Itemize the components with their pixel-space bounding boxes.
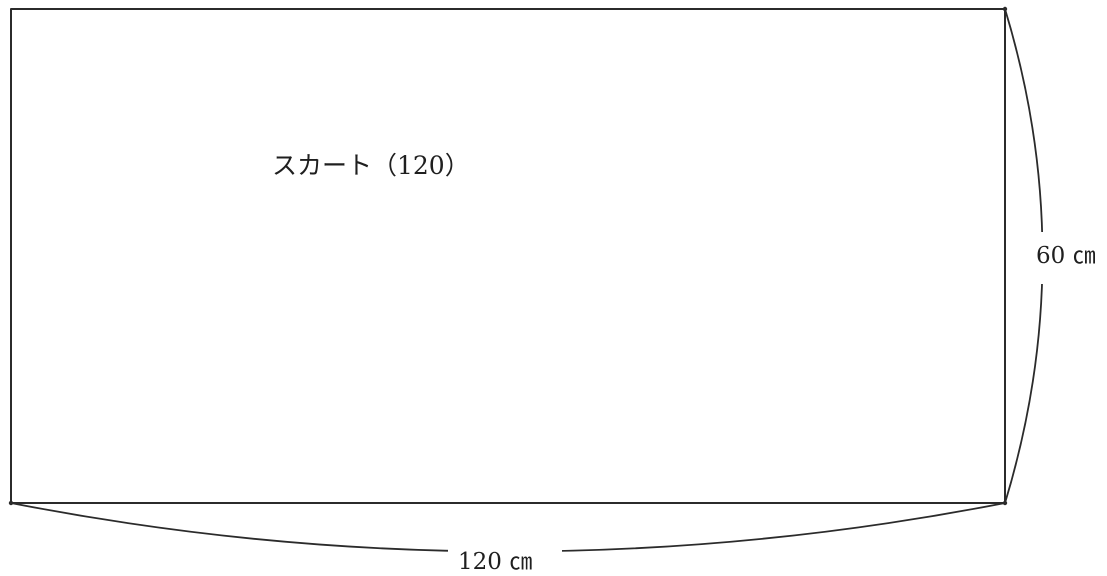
- corner-dot-top-right: [1002, 6, 1008, 12]
- skirt-pattern-piece: [10, 8, 1006, 504]
- width-dimension-label-bg: [448, 538, 562, 576]
- piece-label: スカート（120）: [272, 151, 470, 180]
- width-dimension-label: 120 ㎝: [458, 549, 532, 575]
- corner-dot-bottom-left: [8, 500, 14, 506]
- corner-dot-bottom-right: [1002, 500, 1008, 506]
- height-dimension-label: 60 ㎝: [1036, 243, 1096, 269]
- height-dimension-label-bg: [1030, 232, 1107, 284]
